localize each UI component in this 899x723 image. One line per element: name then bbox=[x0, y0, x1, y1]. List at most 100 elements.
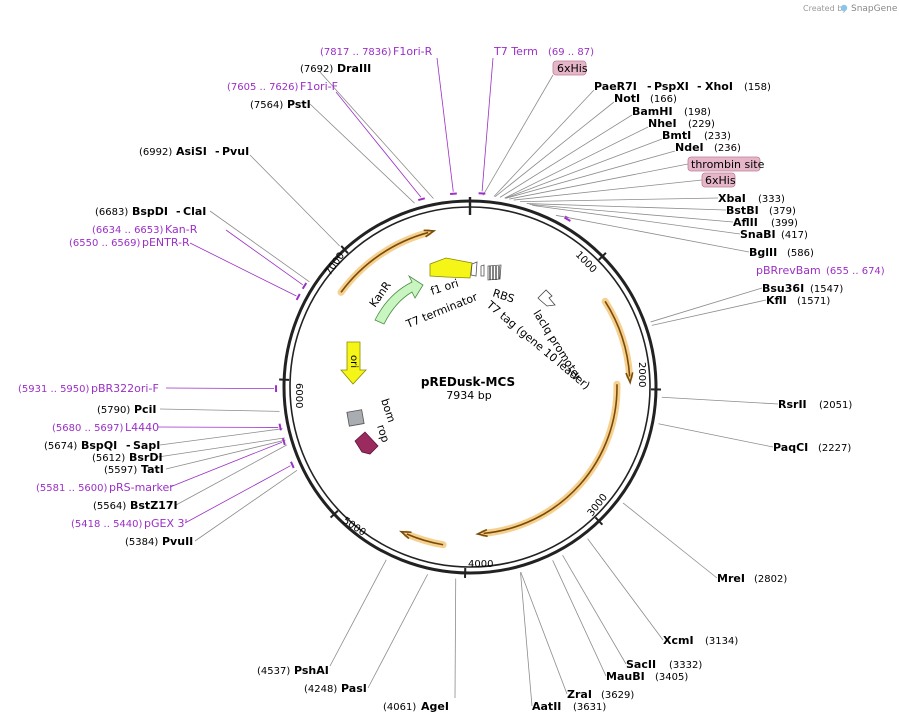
pvuii-pos: (5384) bbox=[125, 537, 158, 548]
bglii-pos: (586) bbox=[787, 248, 814, 259]
agei-label: AgeI bbox=[421, 700, 449, 713]
dash-4: - bbox=[176, 205, 181, 218]
primer-leader-3 bbox=[564, 215, 569, 218]
ori-label: ori bbox=[348, 355, 359, 368]
bsu36i-pos: (1547) bbox=[810, 284, 843, 295]
leader-line-21 bbox=[552, 560, 607, 677]
6xhis-label-2: 6xHis bbox=[705, 174, 736, 187]
bsrdi-pos: (5612) bbox=[92, 453, 125, 464]
kfli-label: KflI bbox=[766, 294, 787, 307]
kfli-pos: (1571) bbox=[797, 296, 830, 307]
psti-label: PstI bbox=[287, 98, 311, 111]
6xhis-badge-2 bbox=[701, 172, 736, 188]
bamhi-label: BamHI bbox=[632, 105, 673, 118]
inner-features: KanR ori bom rop f1 ori T7 terminator RB… bbox=[340, 257, 593, 455]
leader-line-10 bbox=[526, 203, 727, 211]
pasi-label: PasI bbox=[341, 682, 367, 695]
orf-arc-3 bbox=[483, 384, 618, 535]
leader-line-28 bbox=[309, 103, 415, 204]
orf-arc-2 bbox=[604, 300, 631, 377]
primer-leader-8 bbox=[169, 441, 283, 488]
leader-line-23 bbox=[520, 572, 533, 707]
noti-label: NotI bbox=[614, 92, 640, 105]
primer-mark-7 bbox=[278, 423, 282, 431]
plasmid-size: 7934 bp bbox=[446, 389, 491, 402]
paqci-pos: (2227) bbox=[818, 443, 851, 454]
leader-line-20 bbox=[562, 555, 627, 665]
rsrii-label: RsrII bbox=[778, 398, 807, 411]
label-leader-lines bbox=[157, 71, 779, 707]
leader-line-7 bbox=[509, 163, 689, 200]
ori-arrow bbox=[340, 341, 367, 385]
plasmid-name: pREDusk-MCS bbox=[421, 375, 515, 389]
kanr-arrow bbox=[374, 274, 424, 325]
pvui-label: PvuI bbox=[222, 145, 249, 158]
xbai-label: XbaI bbox=[718, 192, 746, 205]
leader-line-14 bbox=[650, 287, 763, 323]
bom-box bbox=[346, 409, 365, 427]
leader-line-34 bbox=[165, 439, 286, 470]
tick-label-7000: 7000 bbox=[323, 251, 347, 278]
orf-arc-1-arrowhead bbox=[423, 229, 437, 238]
leader-line-31 bbox=[159, 408, 280, 412]
leader-line-35 bbox=[175, 444, 288, 506]
bstbi-label: BstBI bbox=[726, 204, 759, 217]
asisi-pos: (6992) bbox=[139, 147, 172, 158]
leader-line-1 bbox=[493, 89, 595, 197]
maubi-label: MauBI bbox=[606, 670, 645, 683]
rop-arrow bbox=[354, 431, 379, 455]
zrai-label: ZraI bbox=[567, 688, 592, 701]
f1ori-r-range: (7817 .. 7836) bbox=[320, 47, 392, 58]
right-labels: 6xHis PaeR7I - PspXI - XhoI (158) NotI (… bbox=[257, 60, 885, 713]
snabi-label: SnaBI bbox=[740, 228, 776, 241]
pshai-pos: (4537) bbox=[257, 666, 290, 677]
xhoi-label: XhoI bbox=[705, 80, 733, 93]
aflii-label: AflII bbox=[733, 216, 758, 229]
primer-mark-8 bbox=[281, 438, 286, 446]
primer-marks bbox=[275, 192, 571, 469]
primer-leader-6 bbox=[165, 387, 275, 390]
plasmid-title: pREDusk-MCS 7934 bp bbox=[421, 375, 515, 402]
nhei-pos: (229) bbox=[688, 119, 715, 130]
primer-mark-0 bbox=[449, 192, 457, 196]
nhei-label: NheI bbox=[648, 117, 677, 130]
t7-term-range: (69 .. 87) bbox=[548, 47, 594, 58]
bmti-pos: (233) bbox=[704, 131, 731, 142]
pentr-r-name: pENTR-R bbox=[142, 236, 190, 249]
maubi-pos: (3405) bbox=[655, 672, 688, 683]
xhoi-pos: (158) bbox=[744, 82, 771, 93]
prs-marker-name: pRS-marker bbox=[109, 481, 174, 494]
leader-line-30 bbox=[209, 210, 310, 283]
bmti-label: BmtI bbox=[662, 129, 691, 142]
paer7i-label: PaeR7I bbox=[594, 80, 637, 93]
leader-line-9 bbox=[520, 197, 719, 203]
draiii-pos: (7692) bbox=[300, 64, 333, 75]
leader-line-32 bbox=[159, 428, 283, 446]
scale-tick-1000 bbox=[598, 252, 607, 261]
primer-mark-2 bbox=[417, 197, 426, 201]
rbs-label: RBS bbox=[491, 286, 516, 305]
leader-line-27 bbox=[319, 71, 434, 199]
scale-tick-5000 bbox=[329, 510, 339, 519]
t7-tag-box bbox=[487, 264, 502, 281]
xcmi-label: XcmI bbox=[663, 634, 694, 647]
aatii-label: AatII bbox=[532, 700, 561, 713]
scale-tick-7000 bbox=[340, 245, 349, 254]
bstz17i-label: BstZ17I bbox=[130, 499, 178, 512]
f1ori-arrow bbox=[429, 257, 473, 279]
leader-line-2 bbox=[494, 101, 615, 197]
tati-pos: (5597) bbox=[104, 465, 137, 476]
thrombin-site-badge bbox=[687, 156, 761, 172]
psti-pos: (7564) bbox=[250, 100, 283, 111]
pshai-label: PshAI bbox=[294, 664, 329, 677]
t7-term-name: T7 Term bbox=[493, 45, 538, 58]
6xhis-badge-1 bbox=[552, 60, 587, 76]
primer-mark-4 bbox=[301, 282, 308, 290]
leader-line-5 bbox=[505, 138, 663, 199]
leader-line-12 bbox=[532, 204, 741, 235]
kan-r-range: (6634 .. 6653) bbox=[92, 225, 164, 236]
bstbi-pos: (379) bbox=[769, 206, 796, 217]
primer-leader-4 bbox=[225, 229, 303, 286]
bspqi-label: BspQI bbox=[81, 439, 117, 452]
aatii-pos: (3631) bbox=[573, 702, 606, 713]
